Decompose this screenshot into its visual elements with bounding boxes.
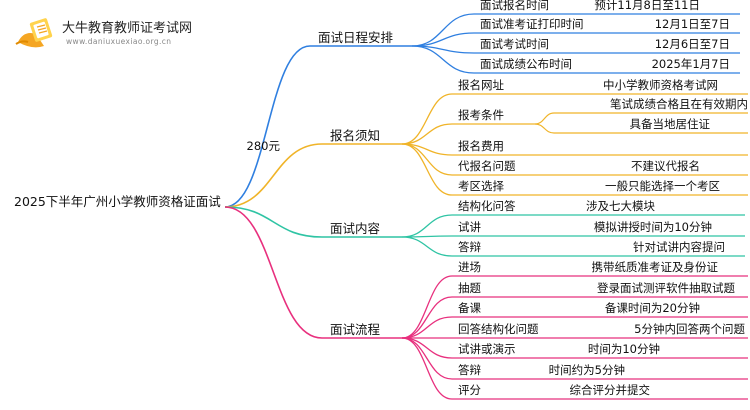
connector-line	[401, 337, 453, 359]
leaf-item: 评分	[458, 383, 481, 397]
leaf-item: 试讲	[458, 220, 481, 234]
connector-line	[401, 123, 453, 145]
leaf-value: 时间为10分钟	[587, 342, 660, 356]
leaf-item: 考区选择	[458, 179, 504, 193]
leaf-item: 报名网址	[458, 78, 504, 92]
leaf-item: 面试报名时间	[480, 0, 549, 12]
connector-line	[401, 275, 453, 339]
connector-line	[401, 143, 453, 196]
connector-line	[401, 236, 453, 257]
leaf-item: 报考条件	[458, 108, 504, 122]
leaf-item: 进场	[458, 260, 481, 274]
connector-line	[401, 337, 453, 400]
leaf-value: 5分钟内回答两个问题	[634, 322, 745, 336]
leaf-value: 模拟讲授时间为10分钟	[593, 220, 712, 234]
leaf-item: 面试成绩公布时间	[480, 57, 572, 71]
leaf-item: 抽题	[458, 281, 481, 295]
leaf-value: 登录面试测评软件抽取试题	[597, 281, 735, 295]
connector-line	[534, 123, 555, 134]
connector-line	[401, 93, 453, 145]
connector-line	[401, 337, 453, 380]
leaf-value: 针对试讲内容提问	[633, 240, 725, 254]
leaf-item: 备课	[458, 301, 481, 315]
leaf-item: 回答结构化问题	[458, 322, 539, 336]
leaf-value: 笔试成绩合格且在有效期内	[610, 97, 748, 111]
connector-line	[224, 206, 323, 238]
leaf-value: 12月6日至7日	[654, 37, 730, 51]
leaf-value: 涉及七大模块	[586, 199, 655, 213]
leaf-item: 答辩	[458, 240, 481, 254]
leaf-value: 时间约为5分钟	[548, 363, 625, 377]
leaf-item: 面试准考证打印时间	[480, 17, 584, 31]
leaf-value: 携带纸质准考证及身份证	[591, 260, 719, 274]
leaf-item: 报名费用	[458, 139, 504, 153]
branch-4: 面试流程	[330, 322, 381, 337]
leaf-item: 试讲或演示	[458, 342, 516, 356]
leaf-value: 具备当地居住证	[629, 117, 711, 131]
root-topic: 2025下半年广州小学教师资格证面试	[14, 194, 221, 209]
connector-line	[411, 45, 475, 74]
connector-line	[401, 316, 453, 339]
branch-2: 报名须知	[330, 128, 381, 143]
logo-title: 大牛教育教师证考试网	[62, 21, 193, 36]
connector-line	[224, 206, 323, 339]
connector-line	[534, 112, 555, 125]
leaf-value: 280元	[246, 139, 280, 153]
connector-line	[401, 214, 453, 238]
branch-3: 面试内容	[330, 221, 381, 236]
connector-line	[224, 143, 323, 208]
leaf-value: 预计11月8日至11日	[594, 0, 700, 12]
connector-line	[224, 45, 311, 208]
leaf-value: 2025年1月7日	[651, 57, 730, 71]
leaf-item: 结构化问答	[458, 199, 516, 213]
leaf-item: 代报名问题	[458, 159, 516, 173]
logo-subtitle: www.daniuxuexiao.org.cn	[66, 37, 172, 46]
connector-line	[411, 13, 475, 47]
leaf-value: 中小学教师资格考试网	[603, 78, 718, 92]
leaf-value: 综合评分并提交	[569, 383, 651, 397]
leaf-item: 答辩	[458, 363, 481, 377]
site-logo: 大牛教育教师证考试网 www.daniuxuexiao.org.cn	[14, 12, 244, 52]
branch-1: 面试日程安排	[318, 30, 394, 45]
leaf-item: 面试考试时间	[480, 37, 549, 51]
leaf-value: 12月1日至7日	[654, 17, 730, 31]
book-hand-logo-icon	[15, 18, 53, 48]
connector-line	[411, 32, 475, 47]
leaf-value: 备课时间为20分钟	[604, 301, 700, 315]
leaf-value: 不建议代报名	[631, 159, 700, 173]
leaf-value: 一般只能选择一个考区	[605, 179, 720, 193]
